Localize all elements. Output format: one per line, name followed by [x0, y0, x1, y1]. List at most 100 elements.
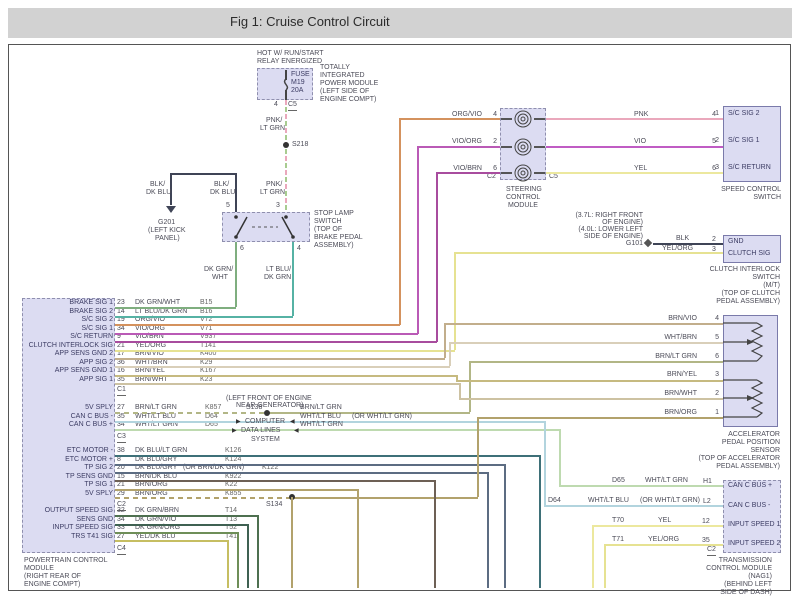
coil-lead: [501, 146, 512, 148]
pin-number: 19: [117, 316, 125, 323]
wire-color-label: BLK: [676, 235, 690, 242]
wire-d64: [544, 505, 723, 507]
wire-v937: [437, 172, 500, 174]
wire-color-label: WHT/LT BLU: [135, 412, 176, 420]
circuit-code: D64: [548, 497, 561, 504]
wire-k167: [115, 375, 457, 377]
wire-pnk: [546, 118, 723, 120]
wire-k855: [292, 497, 478, 499]
pin-number: 3: [715, 371, 719, 379]
pcm-name: POWERTRAIN CONTROL: [24, 557, 108, 564]
wire-b15: [115, 307, 236, 309]
tcm-box: [723, 480, 781, 553]
wire-color-label: VIO/BRN: [453, 165, 482, 172]
circuit-code: K857: [205, 404, 222, 411]
wire-v937: [115, 341, 437, 343]
wire-k126: [539, 455, 541, 588]
wire-color-label: BRN/VIO: [135, 350, 164, 357]
wire-color-label: PNK/: [266, 181, 283, 188]
wire-color-label: YEL/ORG: [662, 245, 694, 252]
circuit-code: K122: [262, 464, 279, 471]
wire-k855-branch: [291, 497, 293, 588]
pin-number: 2: [715, 137, 719, 144]
wire-color-label: BRN/YEL: [667, 371, 697, 379]
connector-label: C1: [117, 386, 126, 396]
wire-k23: [115, 383, 460, 385]
pin-number: 16: [117, 367, 125, 374]
pcm-pin-label: ETC MOTOR -: [66, 447, 113, 454]
stop-lamp-name: (TOP OF: [314, 226, 343, 233]
wire-k29: [449, 342, 451, 366]
circuit-code: V937: [200, 333, 217, 340]
connector-label: C4: [117, 545, 126, 555]
offpage-arrow-icon: ◀: [294, 428, 299, 434]
wire-color-label: DK GRN/WHT: [135, 299, 181, 306]
pin-number: 23: [117, 299, 125, 306]
circuit-code: D65: [205, 421, 218, 428]
wire-k126: [115, 455, 540, 457]
tcm-name: (NAG1): [748, 573, 772, 580]
location-note: (LEFT FRONT OF ENGINE: [226, 395, 312, 402]
wire-v937: [436, 172, 438, 342]
pin-number: 32: [117, 507, 125, 514]
app-sensor-name: PEDAL ASSEMBLY): [716, 463, 780, 470]
app-sensor-name: (TOP OF ACCELERATOR: [698, 455, 780, 462]
wire-color-label: VIO/ORG: [452, 138, 482, 145]
wire-k855: [477, 417, 479, 497]
g101-location: (4.0L: LOWER LEFT: [578, 226, 643, 233]
clutch-switch-name: PEDAL ASSEMBLY): [716, 298, 780, 305]
pcm-pin-label: INPUT SPEED SIG: [52, 524, 113, 531]
wire-k29: [115, 366, 450, 368]
pin-number: 3: [715, 164, 719, 171]
connector-label: C5: [288, 101, 297, 111]
wire-color-label: DK BLU/GRY: [135, 464, 178, 471]
wire-color-label: DK GRN: [264, 274, 292, 281]
pin-number: 6: [715, 352, 719, 360]
terminal-label: CAN C BUS -: [728, 502, 771, 509]
scm-name: STEERING: [506, 186, 542, 193]
pin-number: L2: [703, 498, 711, 505]
pin-number: 34: [117, 421, 125, 428]
wire-k922: [115, 480, 435, 482]
stop-lamp-name: STOP LAMP: [314, 210, 354, 217]
wire-b15: [235, 242, 237, 307]
tipm-name: ENGINE COMPT): [320, 96, 377, 103]
tipm-name: POWER MODULE: [320, 80, 379, 87]
wire-blk-dkblu: [171, 173, 236, 175]
pcm-pin-label: TP SENS GND: [65, 472, 113, 480]
circuit-code: T71: [612, 536, 625, 543]
wire-k400: [444, 323, 446, 358]
terminal-label: GND: [728, 238, 744, 245]
wire-color-label: YEL/ORG: [135, 341, 167, 349]
clutch-switch-name: SWITCH: [752, 274, 780, 281]
circuit-code: K400: [200, 350, 217, 357]
pcm-pin-label: SENS GND: [76, 515, 113, 523]
fuse-lead-top: [285, 70, 287, 80]
pin-number: 35: [117, 375, 125, 383]
pin-number: 17: [117, 350, 125, 357]
scm-name: CONTROL: [506, 194, 541, 201]
wire-k922: [434, 480, 436, 588]
pin-number: 3: [712, 246, 716, 253]
wire-d65: [559, 485, 723, 487]
switch-contacts-icon: [234, 215, 295, 239]
tcm-name: TRANSMISSION: [718, 557, 772, 564]
wire-color-label: WHT/LT GRN: [135, 421, 178, 428]
wire-color-label: VIO/BRN: [135, 333, 164, 340]
pin-number: 36: [117, 358, 125, 366]
wire-k855: [115, 497, 292, 499]
terminal-label: S/C SIG 2: [728, 110, 760, 117]
tcm-name: (BEHIND LEFT: [724, 581, 772, 588]
fuse-icon: [283, 79, 289, 91]
circuit-code: D65: [612, 477, 625, 484]
pin-number: 8: [117, 455, 121, 463]
wire-color-label: WHT/LT BLU: [588, 497, 629, 504]
speed-switch-name: SWITCH: [753, 194, 781, 201]
offpage-system-label: DATA LINES: [241, 427, 281, 434]
header-bar: [8, 8, 792, 38]
tipm-name: TOTALLY: [320, 64, 350, 71]
wire-color-label: BRN/ORG: [664, 409, 697, 416]
circuit-code: B15: [200, 299, 213, 306]
wire-k124: [504, 464, 506, 588]
pin-number: 33: [117, 524, 125, 531]
